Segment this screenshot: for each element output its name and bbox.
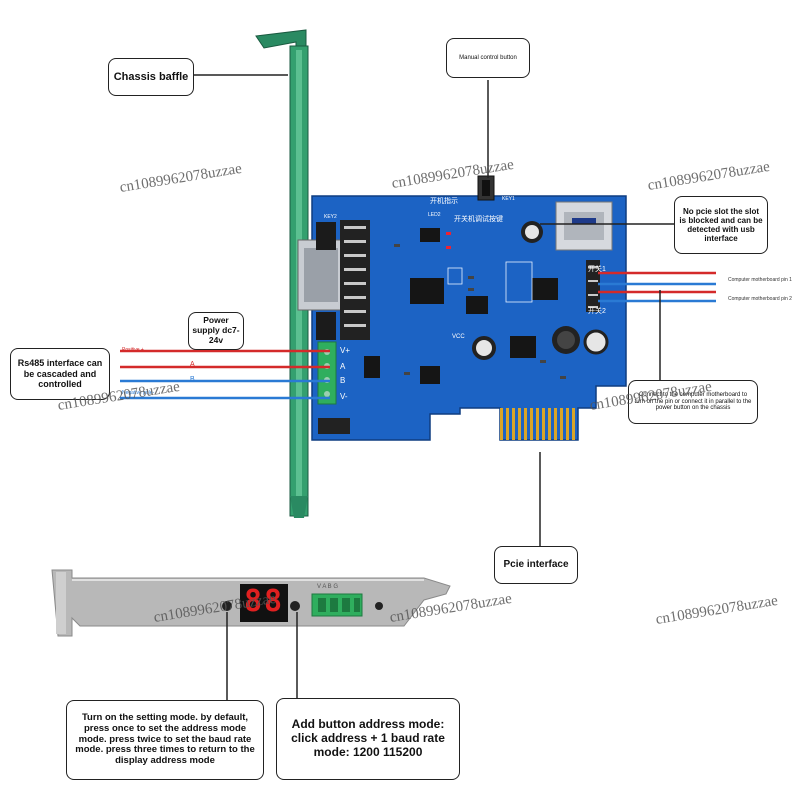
led2-silk: LED2: [428, 212, 441, 218]
key2-silk: KEY2: [324, 214, 337, 220]
motherboard-wires: [598, 271, 716, 303]
leader-lines: [192, 74, 674, 700]
led-display: 88: [243, 584, 285, 619]
switch-debug-silk: 开关机调试按键: [454, 216, 503, 223]
pin-a-silk: A: [340, 362, 346, 371]
pcie-interface-callout: Pcie interface: [494, 546, 578, 584]
key1-silk: KEY1: [502, 196, 515, 202]
chassis-baffle-callout: Chassis baffle: [108, 58, 194, 96]
no-pcie-slot-callout: No pcie slot the slot is blocked and can…: [674, 196, 768, 254]
power-indicator-silk: 开机指示: [430, 198, 458, 205]
manual-control-button-callout: Manual control button: [446, 38, 530, 78]
bracket-plate: [51, 569, 451, 637]
rs485-interface-callout: Rs485 interface can be cascaded and cont…: [10, 348, 110, 400]
b-wire-label: B: [190, 376, 195, 383]
mb-pin2-label: Computer motherboard pin 2: [728, 296, 792, 302]
bracket-pin-labels: V A B G: [317, 584, 339, 590]
setting-mode-callout: Turn on the setting mode. by default, pr…: [66, 700, 264, 780]
v-plus-silk: V+: [340, 346, 351, 355]
vcc-silk: VCC: [452, 334, 465, 340]
motherboard-connect-callout: Connect to the computer motherboard to t…: [628, 380, 758, 424]
switch1-silk: 开关1: [588, 266, 606, 273]
positive-label: Positive +: [122, 347, 144, 353]
add-button-callout: Add button address mode: click address +…: [276, 698, 460, 780]
pin-b-silk: B: [340, 376, 346, 385]
pin-v-minus-silk: V-: [340, 392, 348, 401]
mb-pin1-label: Computer motherboard pin 1: [728, 277, 792, 283]
negative-label: Negative pole-: [122, 390, 155, 396]
switch2-silk: 开关2: [588, 308, 606, 315]
a-wire-label: A: [190, 361, 195, 368]
power-supply-callout: Power supply dc7-24v: [188, 312, 244, 350]
rs485-wires: [120, 349, 330, 400]
pcb-board: [297, 175, 627, 441]
